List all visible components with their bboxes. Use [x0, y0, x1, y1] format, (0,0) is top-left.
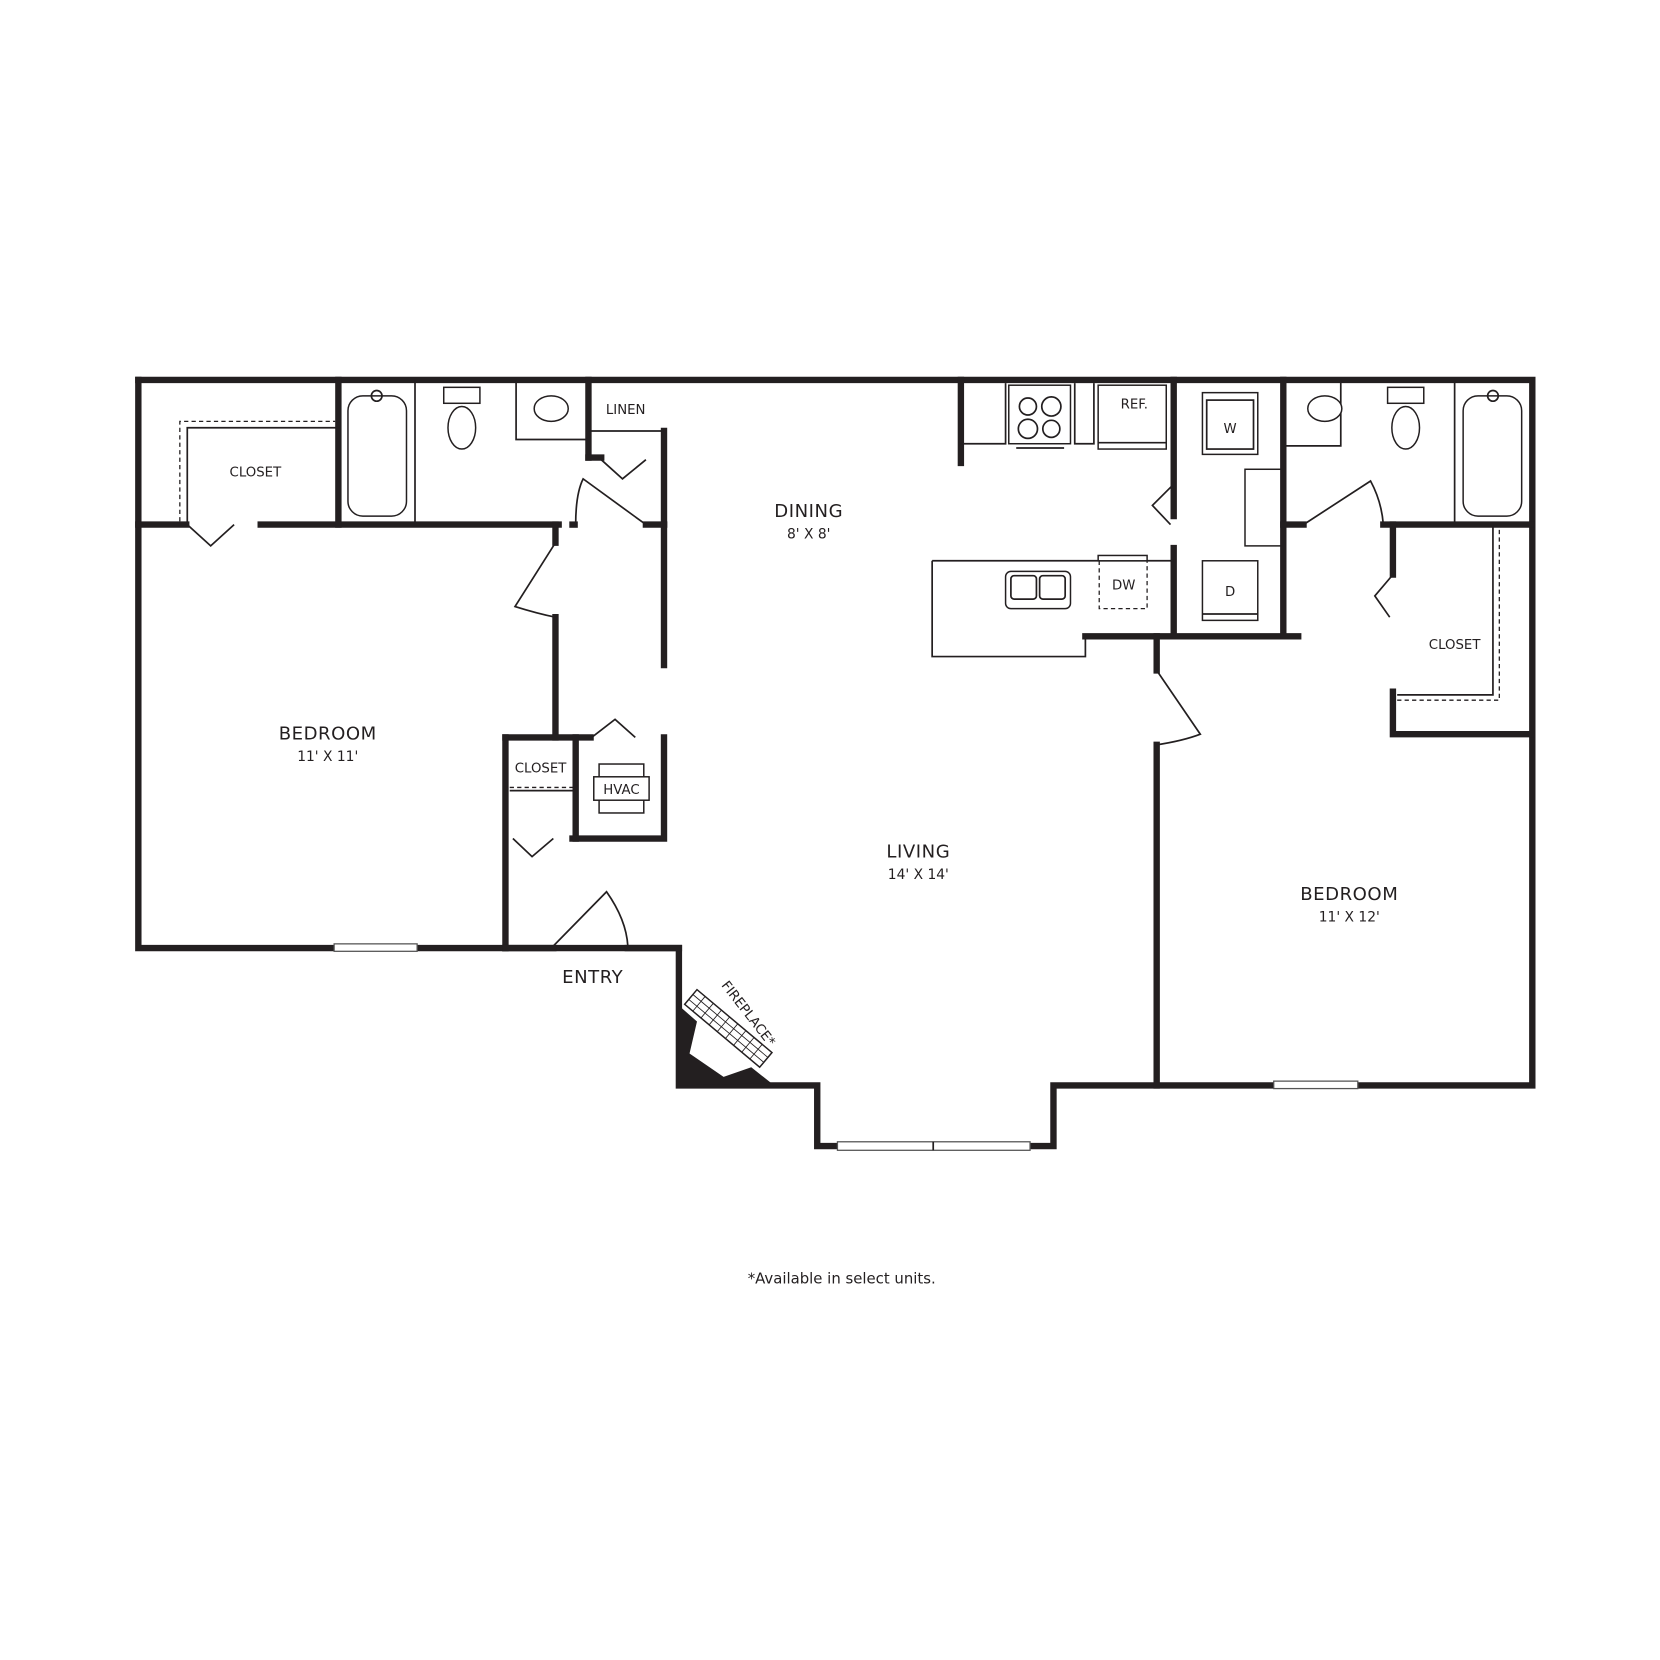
- bay-window: [836, 1141, 1031, 1151]
- toilet-icon: [1391, 405, 1421, 450]
- kitchen: REF. DW: [931, 376, 1177, 658]
- bedroom-right-size: 11' X 12': [1319, 910, 1380, 926]
- closet-entry-label: CLOSET: [515, 762, 568, 777]
- toilet-tank-icon: [1386, 386, 1425, 405]
- closet-left: CLOSET: [179, 420, 339, 548]
- left-wing-walls: [135, 376, 683, 952]
- living-size: 14' X 14': [888, 867, 949, 883]
- toilet-icon: [447, 405, 477, 450]
- closet-entry: CLOSET: [509, 762, 576, 858]
- footnote: *Available in select units.: [748, 1269, 936, 1287]
- linen-label: LINEN: [606, 403, 646, 418]
- hvac-icon: [593, 776, 650, 801]
- dining-size: 8' X 8': [787, 526, 830, 542]
- dining-name: DINING: [774, 501, 843, 522]
- toilet-tank-icon: [442, 386, 481, 405]
- entry-door: ENTRY: [552, 890, 629, 988]
- kitchen-sink-icon: [1004, 570, 1072, 610]
- bath-right: [1283, 379, 1523, 525]
- sink-icon: [1307, 395, 1343, 423]
- dw-label: DW: [1112, 579, 1135, 594]
- closet-right-label: CLOSET: [1429, 638, 1482, 653]
- bedroom-right-name: BEDROOM: [1300, 884, 1398, 905]
- bedroom-left-name: BEDROOM: [279, 724, 377, 745]
- range-icon: [1008, 384, 1072, 445]
- washer-label: W: [1224, 422, 1237, 437]
- linen-closet: LINEN: [588, 403, 664, 480]
- fireplace: FIREPLACE*: [678, 979, 778, 1086]
- ref-label: REF.: [1121, 398, 1148, 413]
- room-labels: BEDROOM 11' X 11' DINING 8' X 8' LIVING …: [279, 501, 1398, 926]
- bedroom-left-size: 11' X 11': [297, 749, 358, 765]
- dryer-label: D: [1225, 585, 1235, 600]
- hvac-closet: HVAC: [591, 718, 650, 814]
- sink-icon: [533, 395, 569, 423]
- refrigerator-icon: [1097, 384, 1168, 450]
- closet-left-label: CLOSET: [230, 466, 283, 481]
- bathtub-icon: [1462, 395, 1523, 517]
- bathtub-icon: [347, 395, 408, 517]
- entry-label: ENTRY: [562, 967, 624, 988]
- window: [333, 943, 418, 952]
- laundry: W D: [1082, 376, 1302, 640]
- living-name: LIVING: [886, 842, 950, 863]
- window: [1273, 1080, 1359, 1090]
- closet-right: CLOSET: [1397, 524, 1500, 701]
- dryer-icon: [1201, 560, 1259, 622]
- hvac-label: HVAC: [603, 783, 639, 798]
- bath-left: [347, 379, 647, 526]
- washer-icon: [1201, 391, 1259, 456]
- right-wing-walls: [1153, 479, 1536, 1089]
- bedroom-left-door: [513, 542, 557, 619]
